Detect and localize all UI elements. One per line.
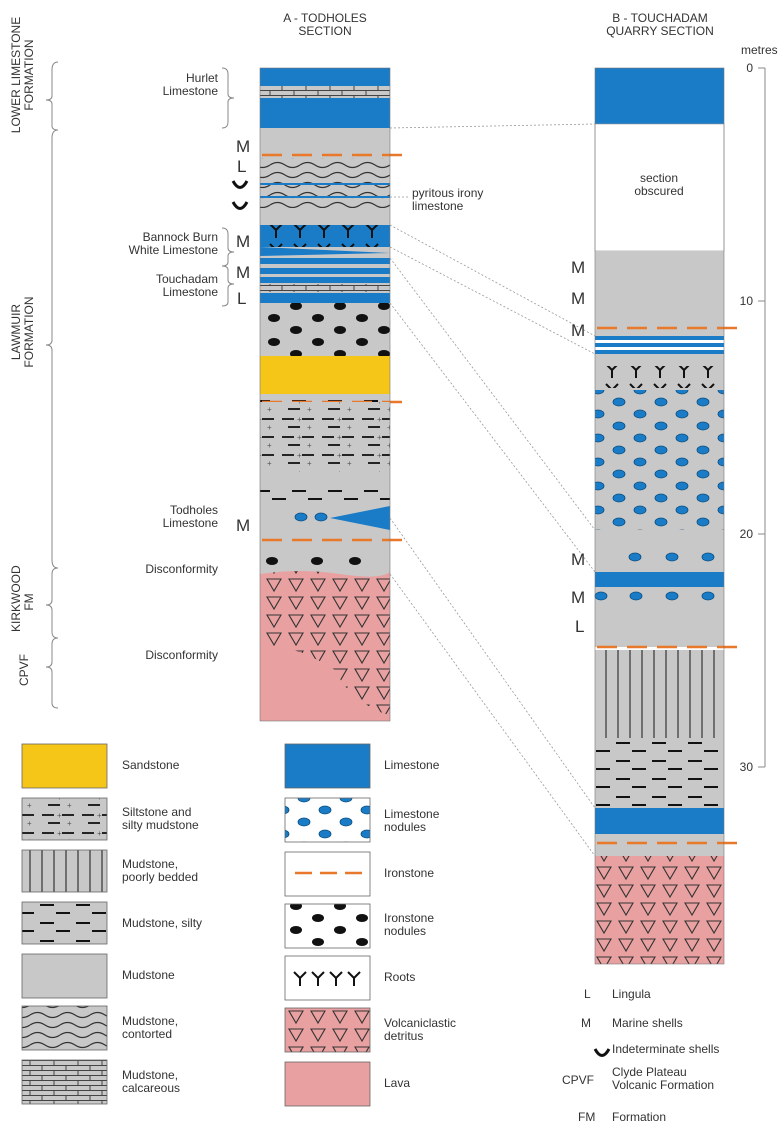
- legend-swatch-calcareous: [21, 1059, 108, 1105]
- depth-tick-label: 0: [746, 61, 753, 75]
- depth-tick-label: 30: [739, 760, 753, 774]
- legend-label-indeterminate-shells: Indeterminate shells: [612, 1042, 720, 1056]
- hurlet-limestone-layer: [260, 68, 390, 86]
- depth-tick-label: 20: [739, 527, 753, 541]
- formation-cpvf: CPVF: [17, 654, 31, 687]
- marker-lingula: L: [237, 289, 247, 308]
- marker-marine-shells: M: [571, 289, 586, 308]
- legend-label-roots: Roots: [384, 970, 416, 984]
- shell-icon: [231, 201, 249, 210]
- legend-symbol-fm: FM: [578, 1110, 596, 1124]
- hurlet-limestone-b: [595, 68, 724, 124]
- formation-brackets: [45, 61, 235, 709]
- legend-label-lava: Lava: [384, 1076, 411, 1090]
- marker-marine-shells: M: [236, 137, 251, 156]
- legend-swatch-silty: [21, 901, 108, 945]
- label-disconformity-2: Disconformity: [145, 648, 218, 662]
- ironstone-nodules-layer: [260, 303, 390, 356]
- legend-swatch-ironstone-nodules: [284, 903, 371, 949]
- legend-swatch-limestone: [284, 743, 371, 789]
- legend-swatch-mudstone: [21, 953, 108, 999]
- marker-marine-shells: M: [236, 516, 251, 535]
- obscured-section: [594, 123, 725, 252]
- legend-swatch-limestone-nodules: [284, 797, 371, 843]
- touchadam-limestone-layer: [260, 268, 390, 274]
- marker-lingula: L: [575, 617, 585, 636]
- legend-label-ironstone: Ironstone: [384, 866, 435, 880]
- legend-swatches: [21, 743, 371, 1107]
- marker-marine-shells: M: [236, 232, 251, 251]
- roots-layer: [260, 225, 390, 247]
- legend-label-limestone: Limestone: [384, 758, 440, 772]
- marker-marine-shells: M: [571, 321, 586, 340]
- legend-label-lingula: Lingula: [612, 987, 651, 1001]
- legend-label-contorted: Mudstone,contorted: [122, 1014, 179, 1041]
- depth-scale: [758, 67, 766, 768]
- todholes-limestone-wedge: [330, 506, 390, 530]
- marker-lingula: L: [237, 157, 247, 176]
- legend-symbol-m: M: [581, 1016, 591, 1030]
- legend-symbol-cpvf: CPVF: [562, 1073, 595, 1087]
- siltstone-layer: [260, 402, 390, 472]
- legend-label-silty: Mudstone, silty: [122, 916, 203, 930]
- legend-label-formation: Formation: [612, 1110, 667, 1124]
- legend-label-calcareous: Mudstone,calcareous: [122, 1068, 181, 1095]
- legend-swatch-contorted: [21, 1005, 108, 1051]
- legend-swatch-roots: [284, 955, 371, 1001]
- shell-icon: [231, 180, 249, 189]
- correlation-lines: [389, 123, 596, 857]
- legend-swatch-lava: [284, 1061, 371, 1107]
- legend-swatch-poorly-bedded: [21, 849, 108, 893]
- legend-swatch-volcaniclastic: [284, 1007, 371, 1053]
- legend-symbol-l: L: [584, 987, 591, 1001]
- calcareous-layer: [260, 86, 390, 98]
- legend-swatch-sandstone: [21, 743, 108, 789]
- legend-swatch-siltstone: [21, 797, 108, 841]
- limestone-nodules-b: [595, 390, 724, 530]
- marker-marine-shells: M: [236, 263, 251, 282]
- legend-label-marine-shells: Marine shells: [612, 1016, 683, 1030]
- depth-unit: metres: [741, 43, 778, 57]
- limestone-layer: [260, 98, 390, 128]
- poorly-bedded-b: [595, 650, 724, 738]
- shell-icon: [593, 1048, 611, 1057]
- legend-label-poorly-bedded: Mudstone,poorly bedded: [122, 857, 199, 884]
- column-a: [259, 67, 404, 722]
- silty-b: [595, 738, 724, 808]
- marker-marine-shells: M: [571, 550, 586, 569]
- marker-marine-shells: M: [571, 588, 586, 607]
- lava-layer: [260, 648, 390, 721]
- marker-marine-shells: M: [571, 258, 586, 277]
- legend-label-sandstone: Sandstone: [122, 758, 180, 772]
- volcaniclastic-b: [595, 856, 724, 964]
- depth-tick-label: 10: [739, 294, 753, 308]
- sandstone-layer: [260, 356, 390, 394]
- legend-label-mudstone: Mudstone: [122, 968, 175, 982]
- column-b: [594, 67, 739, 965]
- label-disconformity-1: Disconformity: [145, 562, 218, 576]
